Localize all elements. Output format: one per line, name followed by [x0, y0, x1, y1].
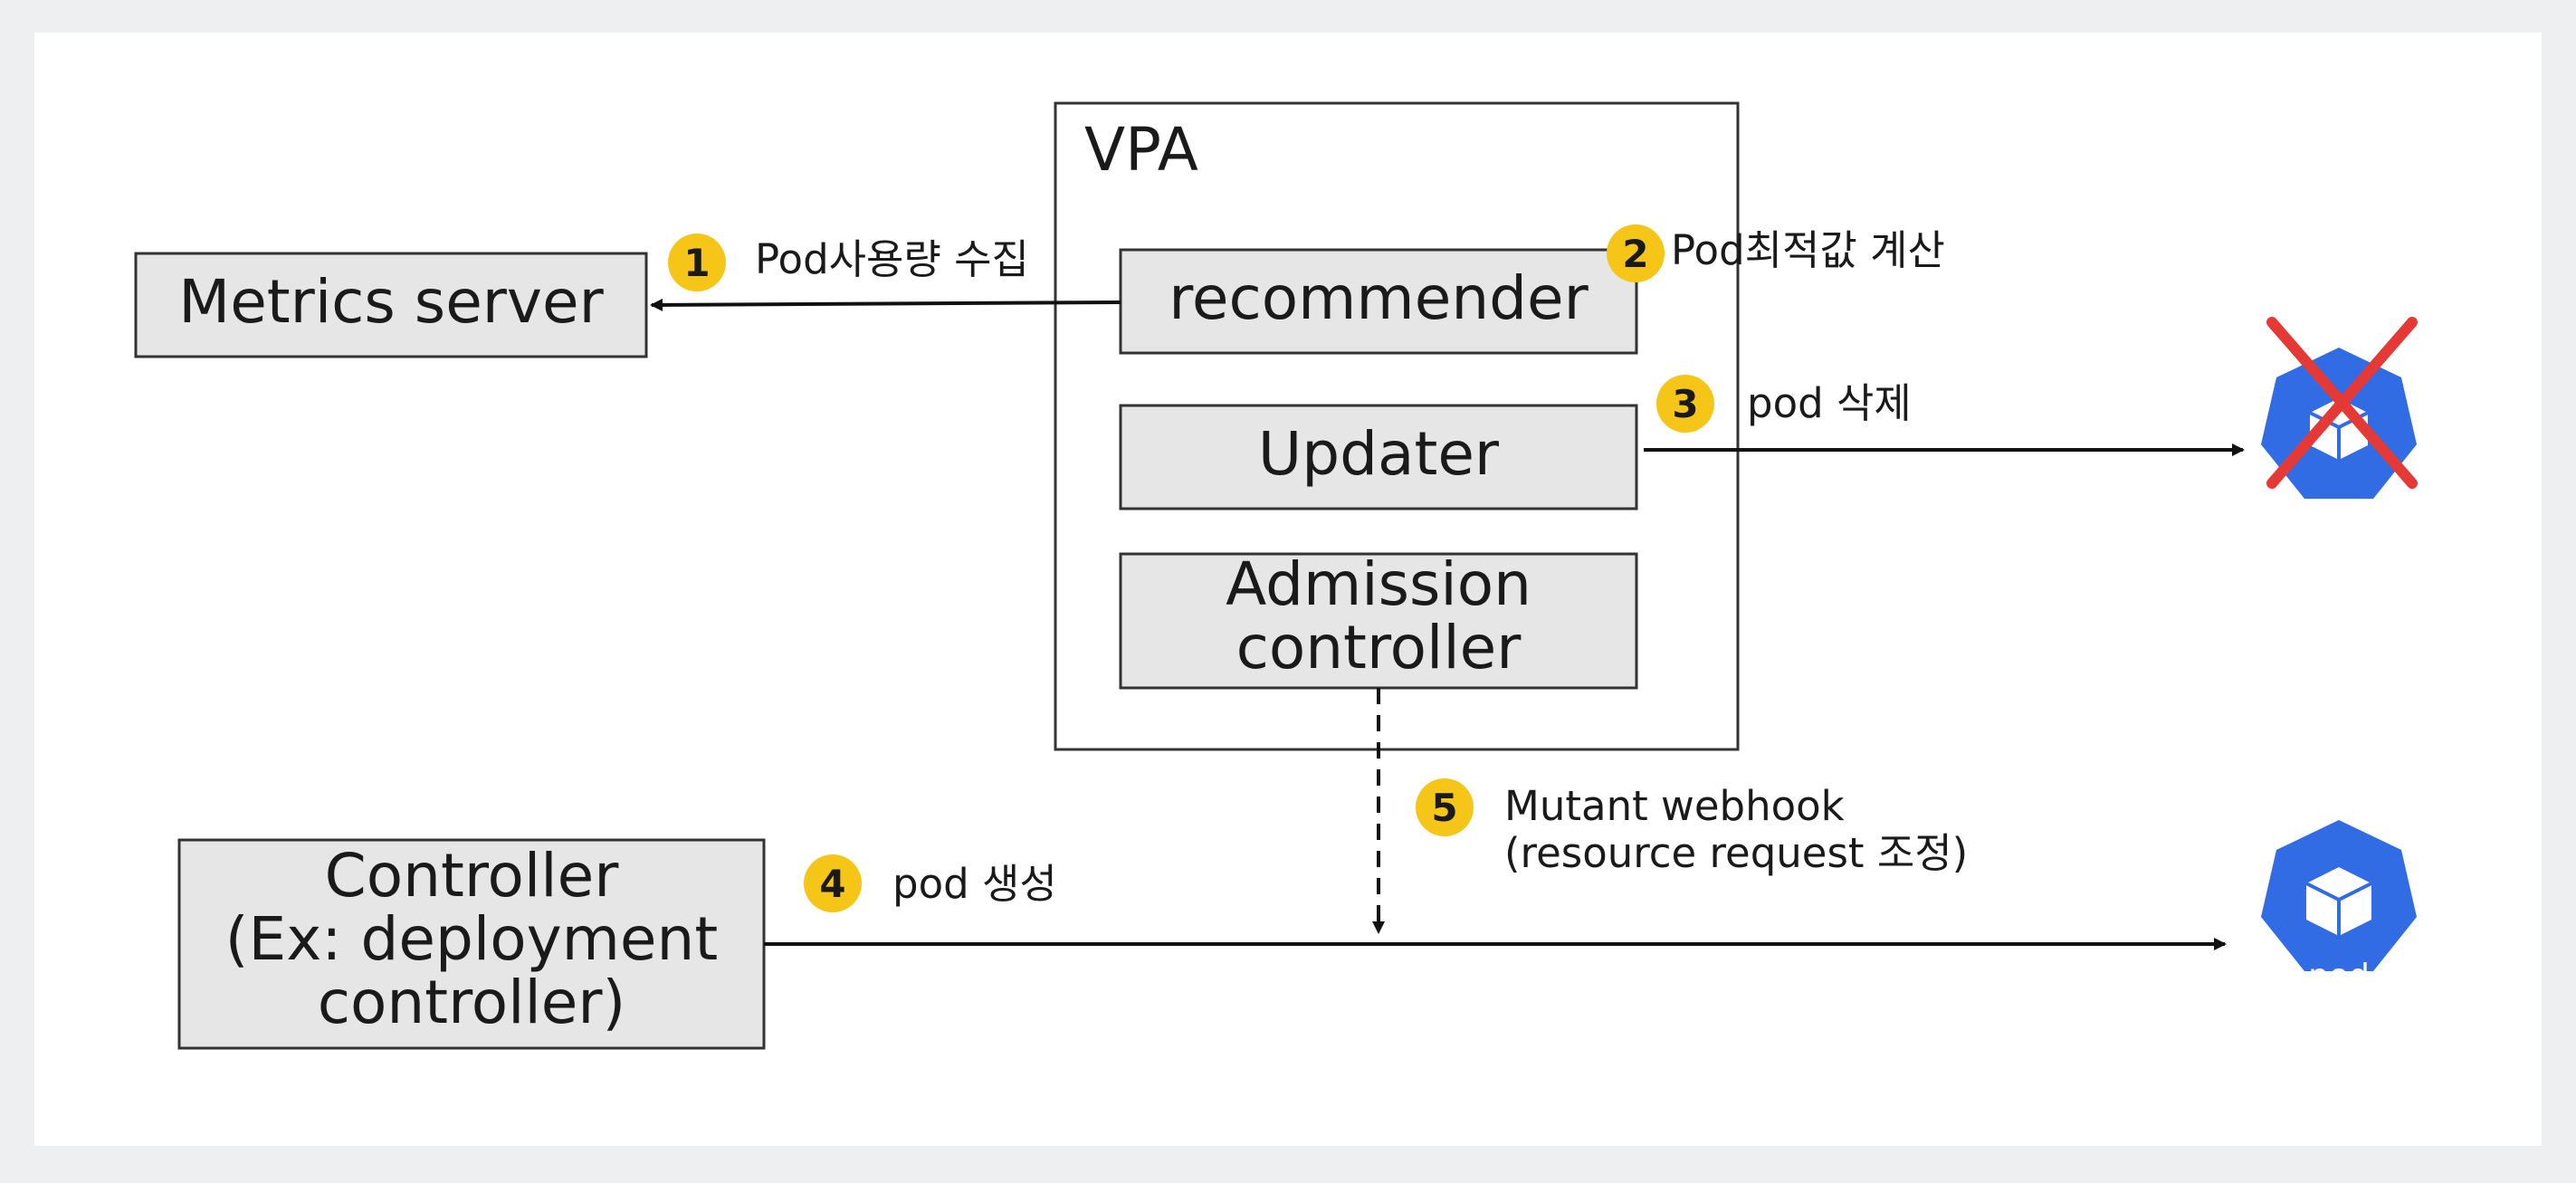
controller-label-line3: controller) [318, 968, 626, 1037]
controller-label-line2: (Ex: deployment [225, 904, 719, 974]
step-3: 3 pod 삭제 [1656, 375, 1912, 433]
step-label: pod 삭제 [1747, 379, 1912, 427]
recommender-box [1119, 248, 1638, 355]
step-label: pod 생성 [892, 860, 1057, 908]
step-number: 4 [819, 862, 845, 906]
collect-usage-arrow [650, 298, 1121, 311]
pod-label: pod [2308, 958, 2370, 995]
pod-label: pod [2308, 494, 2370, 531]
step-2: 2 Pod최적값 계산 [1607, 224, 1945, 282]
controller-box [177, 838, 766, 1050]
step-label: Pod최적값 계산 [1671, 226, 1945, 274]
step-number: 1 [683, 241, 710, 285]
step-badge [1656, 375, 1714, 433]
created-pod-icon: pod [2261, 820, 2417, 995]
deleted-pod-icon: pod [2261, 317, 2418, 531]
step-1: 1 Pod사용량 수집 [668, 234, 1029, 291]
step-number: 3 [1672, 382, 1698, 426]
step-badge [668, 234, 726, 291]
admission-label-line1: Admission [1226, 549, 1531, 619]
metrics-server-label: Metrics server [178, 267, 604, 337]
step-label-line2: (resource request 조정) [1504, 829, 1968, 877]
admission-label-line2: controller [1236, 613, 1522, 682]
step-number: 2 [1622, 232, 1648, 276]
updater-label: Updater [1258, 419, 1500, 489]
vpa-title: VPA [1084, 115, 1198, 185]
step-number: 5 [1431, 786, 1457, 830]
step-badge [1607, 224, 1665, 282]
step-badge [1416, 778, 1474, 836]
metrics-server-box [134, 252, 648, 358]
step-label: Mutant webhook [1504, 782, 1845, 830]
recommender-label: recommender [1169, 263, 1589, 333]
step-badge [804, 854, 862, 912]
step-5: 5 Mutant webhook (resource request 조정) [1416, 778, 1968, 877]
updater-box [1119, 404, 1638, 510]
controller-label-line1: Controller [325, 841, 620, 911]
step-4: 4 pod 생성 [804, 854, 1057, 912]
step-label: Pod사용량 수집 [755, 235, 1029, 283]
